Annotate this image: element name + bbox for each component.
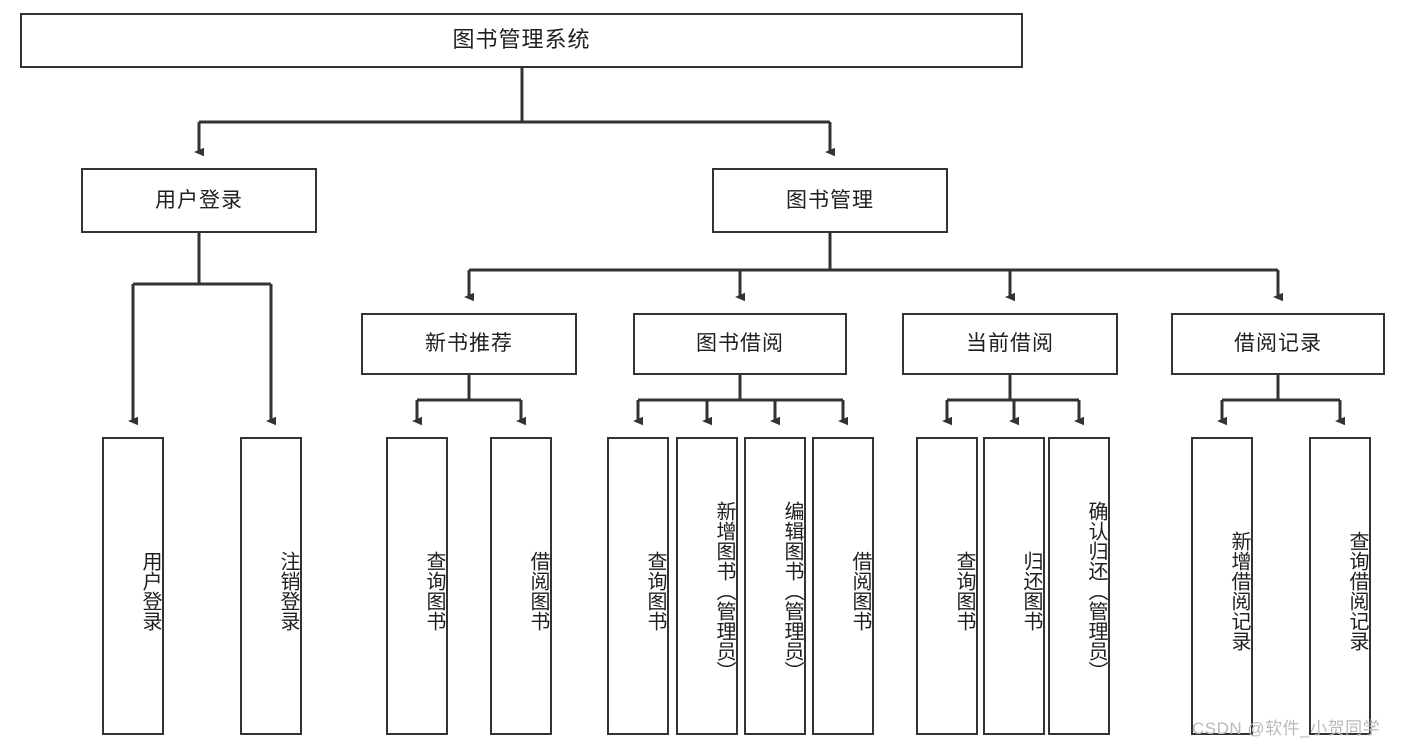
leaf-new-book-borrow[interactable]: 借阅图书 (490, 437, 552, 735)
node-borrow-records[interactable]: 借阅记录 (1171, 313, 1385, 375)
leaf-current-return-book[interactable]: 归还图书 (983, 437, 1045, 735)
leaf-label: 查询借阅记录 (1346, 531, 1368, 651)
leaf-label: 注销登录 (277, 551, 299, 631)
leaf-label: 借阅图书 (849, 551, 871, 631)
leaf-new-book-query[interactable]: 查询图书 (386, 437, 448, 735)
leaf-records-add-record[interactable]: 新增借阅记录 (1191, 437, 1253, 735)
leaf-current-query-book[interactable]: 查询图书 (916, 437, 978, 735)
leaf-borrow-add-book-admin[interactable]: 新增图书（管理员） (676, 437, 738, 735)
leaf-borrow-query-book[interactable]: 查询图书 (607, 437, 669, 735)
leaf-label: 用户登录 (139, 551, 161, 631)
leaf-label: 归还图书 (1020, 551, 1042, 631)
leaf-records-query-record[interactable]: 查询借阅记录 (1309, 437, 1371, 735)
leaf-label: 新增图书（管理员） (713, 501, 735, 681)
leaf-label: 确认归还（管理员） (1085, 501, 1107, 681)
leaf-label: 编辑图书（管理员） (781, 501, 803, 681)
leaf-borrow-edit-book-admin[interactable]: 编辑图书（管理员） (744, 437, 806, 735)
leaf-label: 新增借阅记录 (1228, 531, 1250, 651)
leaf-label: 借阅图书 (527, 551, 549, 631)
node-new-book-recommend[interactable]: 新书推荐 (361, 313, 577, 375)
leaf-user-login-signout[interactable]: 注销登录 (240, 437, 302, 735)
leaf-user-login-signin[interactable]: 用户登录 (102, 437, 164, 735)
node-user-login[interactable]: 用户登录 (81, 168, 317, 233)
leaf-current-confirm-return-admin[interactable]: 确认归还（管理员） (1048, 437, 1110, 735)
leaf-label: 查询图书 (953, 551, 975, 631)
leaf-label: 查询图书 (423, 551, 445, 631)
leaf-label: 查询图书 (644, 551, 666, 631)
node-book-borrow[interactable]: 图书借阅 (633, 313, 847, 375)
node-root-system[interactable]: 图书管理系统 (20, 13, 1023, 68)
leaf-borrow-borrow-book[interactable]: 借阅图书 (812, 437, 874, 735)
node-current-borrow[interactable]: 当前借阅 (902, 313, 1118, 375)
node-book-management[interactable]: 图书管理 (712, 168, 948, 233)
